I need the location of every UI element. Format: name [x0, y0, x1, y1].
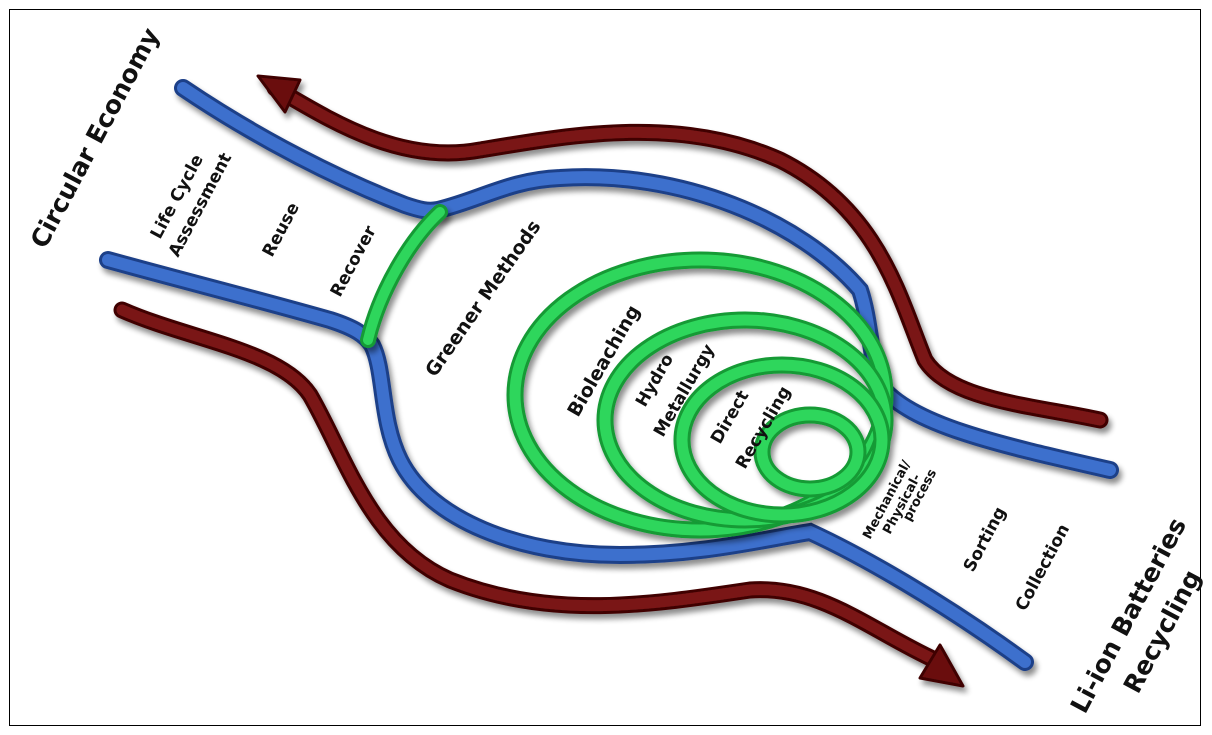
label-circular-economy: Circular Economy — [25, 23, 166, 253]
label-recover: Recover — [327, 222, 381, 300]
label-collection: Collection — [1012, 521, 1074, 614]
ring-mechanical-process — [762, 415, 858, 489]
label-reuse: Reuse — [259, 199, 304, 260]
blue-channel — [108, 88, 1110, 662]
label-sorting: Sorting — [960, 504, 1011, 576]
